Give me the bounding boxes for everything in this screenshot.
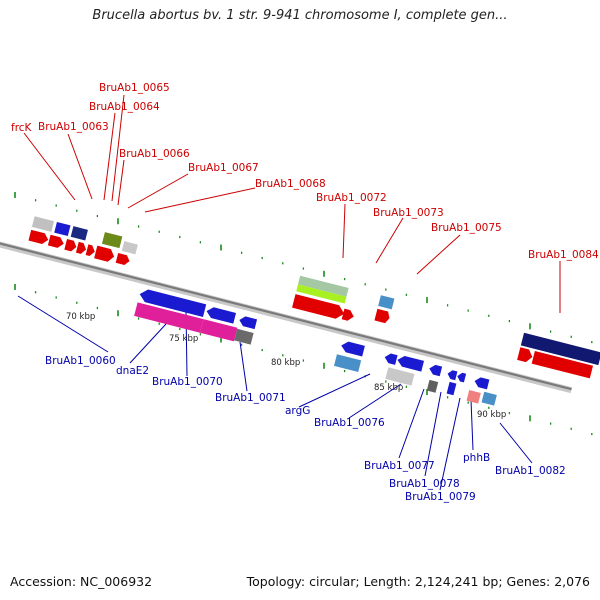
gene-feature[interactable] <box>383 352 398 365</box>
gene-feature[interactable] <box>64 238 77 252</box>
scale-label: 90 kbp <box>477 410 506 420</box>
gene-feature[interactable] <box>473 376 490 390</box>
bottom-gene-labels: BruAb1_0060 dnaE2 BruAb1_0070 BruAb1_007… <box>45 355 566 503</box>
gene-feature[interactable] <box>456 372 467 383</box>
gene-label[interactable]: BruAb1_0082 <box>495 465 566 477</box>
gene-label[interactable]: BruAb1_0066 <box>119 148 190 160</box>
gene-feature[interactable] <box>446 369 458 381</box>
gene-feature[interactable] <box>94 245 116 263</box>
gene-feature[interactable] <box>446 381 457 396</box>
gene-label[interactable]: frcK <box>11 122 33 134</box>
gene-label[interactable]: BruAb1_0084 <box>528 249 599 261</box>
callout-line <box>111 94 125 202</box>
callout-line <box>470 399 474 451</box>
callout-line <box>144 187 256 213</box>
gene-label[interactable]: argG <box>285 405 310 417</box>
top-gene-labels: frcK BruAb1_0063 BruAb1_0064 BruAb1_0065… <box>11 82 599 261</box>
gene-feature[interactable] <box>238 315 258 330</box>
gene-feature[interactable] <box>296 284 347 304</box>
callout-line <box>127 173 189 209</box>
gene-feature[interactable] <box>340 340 365 357</box>
gene-feature[interactable] <box>378 295 395 310</box>
gene-label[interactable]: BruAb1_0063 <box>38 121 109 133</box>
scale-labels: 70 kbp 75 kbp 80 kbp 85 kbp 90 kbp <box>66 312 506 420</box>
gene-feature[interactable] <box>31 216 55 232</box>
scale-label: 85 kbp <box>374 383 403 393</box>
gene-feature[interactable] <box>385 367 415 386</box>
gene-feature[interactable] <box>531 350 594 379</box>
gene-feature[interactable] <box>297 275 349 297</box>
gene-feature[interactable] <box>333 354 362 373</box>
gene-label[interactable]: BruAb1_0072 <box>316 192 387 204</box>
gene-feature[interactable] <box>54 221 71 237</box>
gene-feature[interactable] <box>481 391 497 406</box>
callout-line <box>298 373 371 408</box>
callout-line <box>17 295 109 353</box>
gene-label[interactable]: BruAb1_0060 <box>45 355 116 367</box>
callout-line <box>67 133 93 200</box>
callout-line <box>103 112 116 201</box>
callout-line <box>129 323 167 364</box>
gene-label[interactable]: BruAb1_0065 <box>99 82 170 94</box>
callout-line <box>398 388 425 459</box>
callout-line <box>348 383 402 419</box>
gene-label[interactable]: BruAb1_0073 <box>373 207 444 219</box>
gene-label[interactable]: BruAb1_0071 <box>215 392 286 404</box>
topology-label: Topology: circular; Length: 2,124,241 bp… <box>246 574 590 589</box>
map-title: Brucella abortus bv. 1 str. 9-941 chromo… <box>92 8 508 23</box>
callout-line <box>342 203 346 259</box>
gene-feature[interactable] <box>341 308 355 322</box>
accession-label: Accession: NC_006932 <box>10 574 153 589</box>
callout-line <box>439 397 461 491</box>
gene-label[interactable]: dnaE2 <box>116 365 149 377</box>
gene-feature[interactable] <box>466 389 481 404</box>
callout-line <box>499 422 533 464</box>
backbone <box>0 219 573 394</box>
gene-feature[interactable] <box>121 241 138 255</box>
gene-feature[interactable] <box>292 294 346 320</box>
callout-line <box>424 391 442 477</box>
gene-feature[interactable] <box>28 229 49 245</box>
gene-feature[interactable] <box>134 302 204 333</box>
gene-feature[interactable] <box>115 253 131 266</box>
gene-feature[interactable] <box>520 332 600 366</box>
gene-feature[interactable] <box>70 226 88 241</box>
gene-feature[interactable] <box>47 234 65 249</box>
gene-feature[interactable] <box>426 379 439 393</box>
gene-feature[interactable] <box>234 328 254 345</box>
callout-line <box>23 132 76 201</box>
gene-label[interactable]: BruAb1_0067 <box>188 162 259 174</box>
gene-feature[interactable] <box>75 241 87 255</box>
gene-label[interactable]: BruAb1_0070 <box>152 376 223 388</box>
gene-feature[interactable] <box>205 306 237 324</box>
gene-feature[interactable] <box>374 308 391 324</box>
callout-line <box>239 341 248 392</box>
gene-label[interactable]: BruAb1_0075 <box>431 222 502 234</box>
gene-label[interactable]: BruAb1_0077 <box>364 460 435 472</box>
gene-label[interactable]: phhB <box>463 452 490 464</box>
gene-feature[interactable] <box>396 354 424 372</box>
gene-feature[interactable] <box>517 347 534 363</box>
gene-feature[interactable] <box>85 244 96 257</box>
gene-feature[interactable] <box>138 288 207 317</box>
gene-feature[interactable] <box>101 232 123 249</box>
scale-label: 75 kbp <box>169 334 198 344</box>
callout-lines <box>17 94 561 491</box>
gene-label[interactable]: BruAb1_0064 <box>89 101 160 113</box>
gene-feature[interactable] <box>200 319 238 342</box>
callout-line <box>416 234 461 275</box>
gene-label[interactable]: BruAb1_0068 <box>255 178 326 190</box>
callout-line <box>117 159 125 206</box>
callout-line <box>375 217 404 264</box>
gene-label[interactable]: BruAb1_0078 <box>389 478 460 490</box>
gene-feature[interactable] <box>428 364 443 377</box>
gene-label[interactable]: BruAb1_0076 <box>314 417 385 429</box>
gene-label[interactable]: BruAb1_0079 <box>405 491 476 503</box>
scale-label: 70 kbp <box>66 312 95 322</box>
scale-label: 80 kbp <box>271 358 300 368</box>
